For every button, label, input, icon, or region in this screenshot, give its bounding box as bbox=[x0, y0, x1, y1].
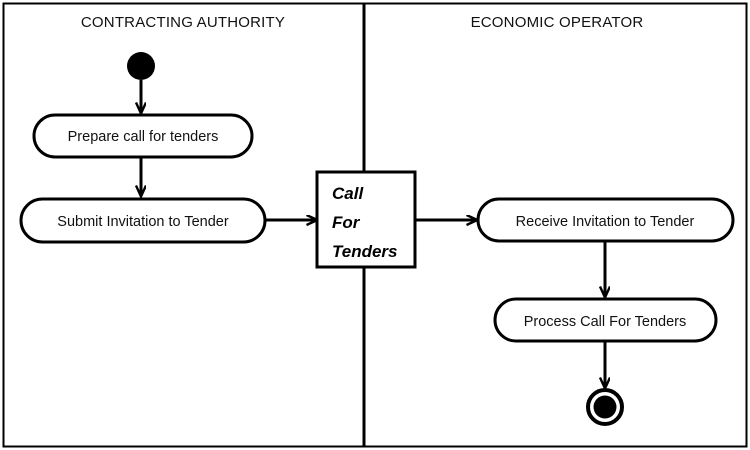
initial-node bbox=[127, 52, 155, 80]
activity-receive-invitation-to-tender-label: Receive Invitation to Tender bbox=[516, 214, 695, 230]
lane-title-economic-operator: ECONOMIC OPERATOR bbox=[471, 14, 644, 31]
activity-submit-invitation-to-tender-label: Submit Invitation to Tender bbox=[57, 214, 229, 230]
final-node-ring bbox=[586, 388, 624, 426]
object-node-label-line1: Call bbox=[332, 184, 364, 203]
final-node-core bbox=[593, 395, 617, 419]
activity-prepare-call-for-tenders[interactable] bbox=[32, 113, 254, 159]
object-node-label-line2: For bbox=[332, 213, 361, 232]
lane-title-contracting-authority: CONTRACTING AUTHORITY bbox=[81, 14, 285, 31]
activity-prepare-call-for-tenders-label: Prepare call for tenders bbox=[68, 129, 219, 145]
object-node-label-line3: Tenders bbox=[332, 242, 398, 261]
activity-process-call-for-tenders-label: Process Call For Tenders bbox=[524, 314, 687, 330]
object-node-call-for-tenders[interactable] bbox=[315, 170, 417, 269]
